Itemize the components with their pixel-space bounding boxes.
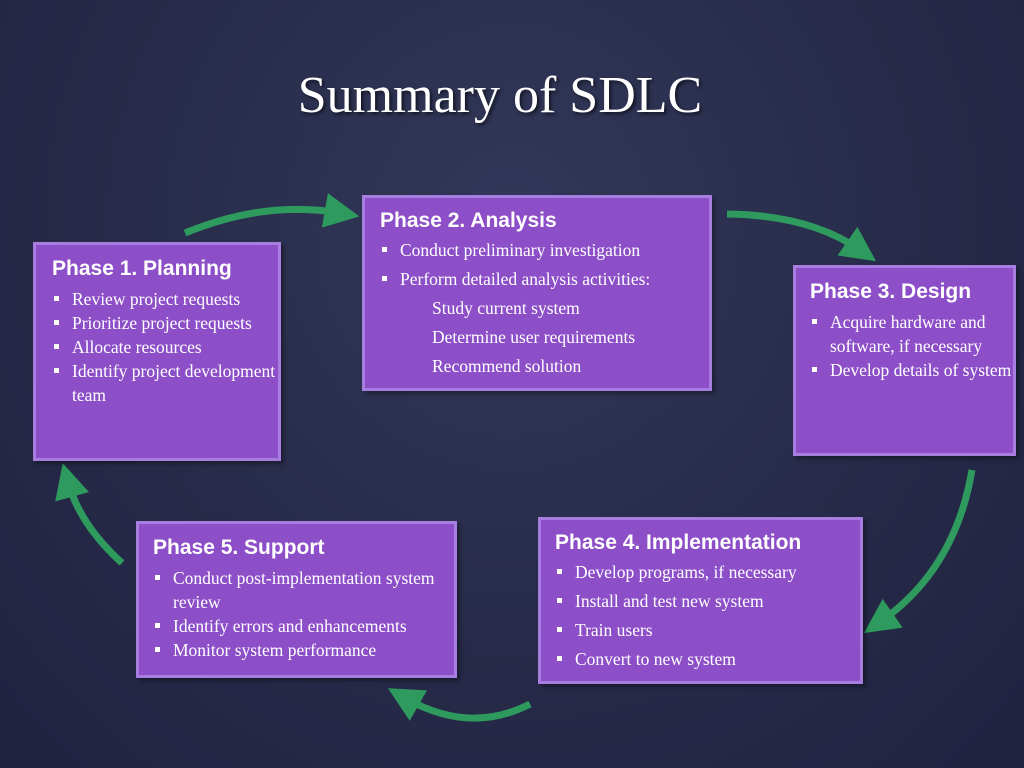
list-item: Identify errors and enhancements — [153, 614, 454, 638]
phase-3-design-box: Phase 3. Design Acquire hardware and sof… — [793, 265, 1016, 456]
list-item: Develop programs, if necessary — [555, 558, 860, 587]
list-item: Conduct preliminary investigation — [380, 236, 709, 265]
arrow-design-to-implementation — [863, 469, 976, 634]
list-item: Prioritize project requests — [52, 311, 278, 335]
list-item: Train users — [555, 616, 860, 645]
square-bullet-icon — [54, 296, 59, 301]
list-item: Develop details of system — [810, 358, 1013, 382]
phase-bullet-list: Develop programs, if necessary Install a… — [555, 558, 860, 674]
slide-title: Summary of SDLC — [297, 67, 703, 124]
phase-bullet-list: Conduct preliminary investigation Perfor… — [380, 236, 709, 294]
square-bullet-icon — [155, 647, 160, 652]
list-item: Identify project development team — [52, 359, 278, 407]
square-bullet-icon — [812, 319, 817, 324]
phase-5-support-box: Phase 5. Support Conduct post-implementa… — [136, 521, 457, 678]
square-bullet-icon — [557, 627, 562, 632]
phase-1-planning-box: Phase 1. Planning Review project request… — [33, 242, 281, 461]
list-item: Acquire hardware and software, if necess… — [810, 310, 1013, 358]
sub-item: Recommend solution — [432, 356, 582, 376]
phase-heading: Phase 5. Support — [153, 536, 325, 559]
phase-heading: Phase 2. Analysis — [380, 209, 557, 232]
phase-heading: Phase 4. Implementation — [555, 531, 802, 554]
phase-bullet-list: Review project requests Prioritize proje… — [52, 287, 278, 407]
phase-bullet-list: Conduct post-implementation system revie… — [153, 566, 454, 662]
arrow-analysis-to-design — [726, 210, 877, 262]
square-bullet-icon — [557, 656, 562, 661]
list-item: Allocate resources — [52, 335, 278, 359]
phase-2-analysis-box: Phase 2. Analysis Conduct preliminary in… — [362, 195, 712, 391]
square-bullet-icon — [54, 368, 59, 373]
square-bullet-icon — [155, 575, 160, 580]
square-bullet-icon — [155, 623, 160, 628]
square-bullet-icon — [54, 320, 59, 325]
arrow-implementation-to-support — [387, 688, 532, 722]
phase-4-implementation-box: Phase 4. Implementation Develop programs… — [538, 517, 863, 684]
arrow-planning-to-analysis — [183, 193, 360, 237]
list-item: Convert to new system — [555, 645, 860, 674]
list-item: Conduct post-implementation system revie… — [153, 566, 454, 614]
list-item: Monitor system performance — [153, 638, 454, 662]
sub-item: Determine user requirements — [432, 327, 636, 347]
square-bullet-icon — [812, 367, 817, 372]
phase-heading: Phase 1. Planning — [52, 257, 232, 280]
square-bullet-icon — [382, 247, 387, 252]
square-bullet-icon — [54, 344, 59, 349]
arrow-support-to-planning — [55, 463, 125, 566]
square-bullet-icon — [557, 569, 562, 574]
sub-item: Study current system — [432, 298, 580, 318]
list-item: Install and test new system — [555, 587, 860, 616]
square-bullet-icon — [557, 598, 562, 603]
phase-bullet-list: Acquire hardware and software, if necess… — [810, 310, 1013, 382]
list-item: Perform detailed analysis activities: — [380, 265, 709, 294]
list-item: Review project requests — [52, 287, 278, 311]
square-bullet-icon — [382, 276, 387, 281]
phase-heading: Phase 3. Design — [810, 280, 972, 303]
